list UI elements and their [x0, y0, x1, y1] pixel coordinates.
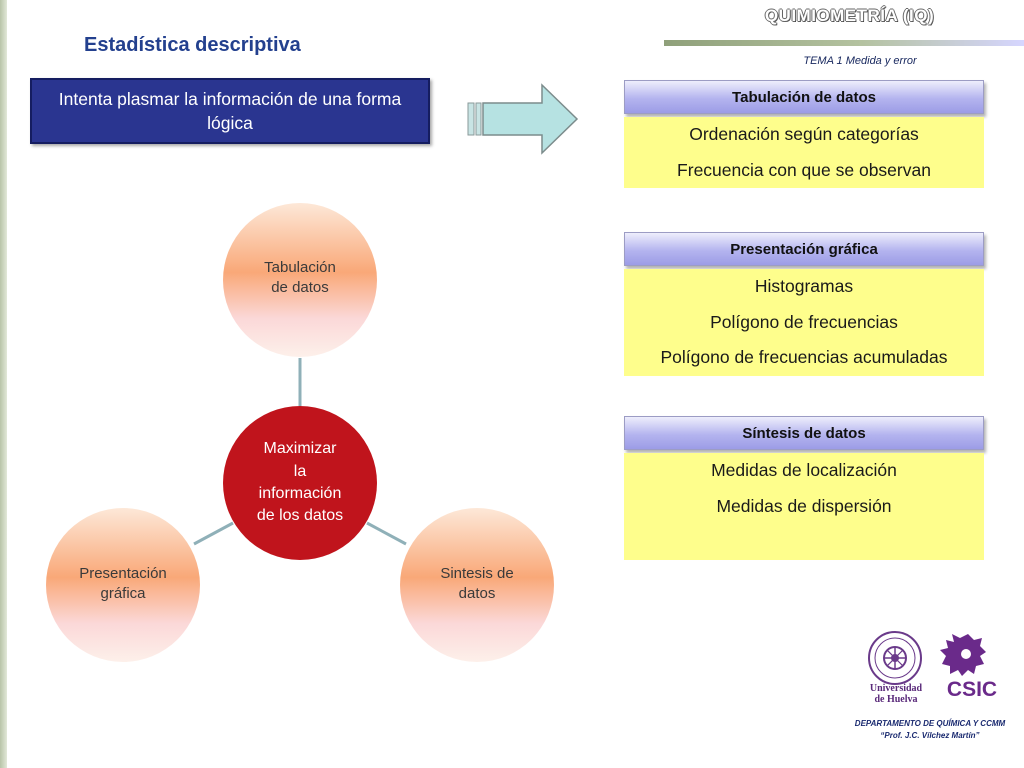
- university-logo-text: Universidad de Huelva: [866, 683, 926, 705]
- circle-center: [223, 406, 377, 560]
- connector-right: [366, 521, 407, 546]
- left-node-label: Presentación gráfica: [53, 546, 193, 622]
- panel-tabulacion-body: Ordenación según categorías Frecuencia c…: [624, 117, 984, 188]
- panel-presentacion-header: Presentación gráfica: [624, 232, 984, 266]
- panel-item: Polígono de frecuencias: [710, 311, 898, 332]
- panel-presentacion-title: Presentación gráfica: [730, 240, 878, 258]
- university-seal-icon: [868, 631, 922, 685]
- csic-emblem-icon: [940, 634, 986, 676]
- top-node-line-1: Tabulación: [264, 258, 336, 276]
- circle-sintesis: [400, 508, 554, 662]
- header-divider: [664, 40, 1024, 46]
- left-node-line-1: Presentación: [79, 564, 167, 582]
- right-node-line-1: Sintesis de: [440, 564, 514, 582]
- panel-item: Frecuencia con que se observan: [677, 159, 931, 180]
- panel-item: Medidas de dispersión: [716, 495, 892, 516]
- center-node-line-4: de los datos: [256, 507, 344, 525]
- panel-item: Medidas de localización: [711, 460, 897, 480]
- left-node-line-2: gráfica: [100, 585, 146, 602]
- panel-item: Ordenación según categorías: [689, 124, 919, 144]
- course-title: QUIMIOMETRÍA (IQ): [764, 6, 935, 25]
- footer: DEPARTAMENTO DE QUÍMICA Y CCMM “Prof. J.…: [830, 718, 1024, 742]
- panel-sintesis-title: Síntesis de datos: [742, 424, 866, 442]
- intro-text: Intenta plasmar la información de una fo…: [58, 88, 402, 134]
- university-name-line-2: de Huelva: [874, 694, 918, 705]
- panel-tabulacion-title: Tabulación de datos: [732, 88, 876, 106]
- left-accent-bar: [0, 0, 7, 768]
- logos: [868, 631, 986, 685]
- circle-tabulacion: [223, 203, 377, 357]
- connector-left: [193, 521, 234, 546]
- panel-item: Histogramas: [754, 276, 854, 296]
- center-node-label: Maximizar la información de los datos: [230, 430, 370, 536]
- panel-sintesis-header: Síntesis de datos: [624, 416, 984, 450]
- csic-logo-text: CSIC: [946, 678, 998, 701]
- panel-item: Polígono de frecuencias acumuladas: [660, 347, 948, 367]
- right-node-line-2: datos: [458, 585, 496, 602]
- page-title: Estadística descriptiva: [84, 34, 301, 56]
- panel-sintesis-body: Medidas de localización Medidas de dispe…: [624, 453, 984, 560]
- panel-tabulacion-header: Tabulación de datos: [624, 80, 984, 114]
- university-name-line-1: Universidad: [869, 683, 923, 694]
- center-node-line-1: Maximizar: [263, 440, 337, 458]
- top-node-label: Tabulación de datos: [230, 240, 370, 316]
- topic-label: TEMA 1 Medida y error: [803, 55, 917, 67]
- top-node-line-2: de datos: [271, 279, 329, 296]
- panel-presentacion-body: Histogramas Polígono de frecuencias Polí…: [624, 269, 984, 376]
- right-arrow-icon: [467, 83, 579, 155]
- footer-author: “Prof. J.C. Vílchez Martín”: [880, 731, 980, 740]
- circle-presentacion: [46, 508, 200, 662]
- footer-department: DEPARTAMENTO DE QUÍMICA Y CCMM: [854, 719, 1006, 728]
- center-node-line-3: información: [258, 485, 342, 502]
- intro-box: Intenta plasmar la información de una fo…: [30, 78, 430, 144]
- center-node-line-2: la: [293, 462, 307, 480]
- right-node-label: Sintesis de datos: [407, 546, 547, 622]
